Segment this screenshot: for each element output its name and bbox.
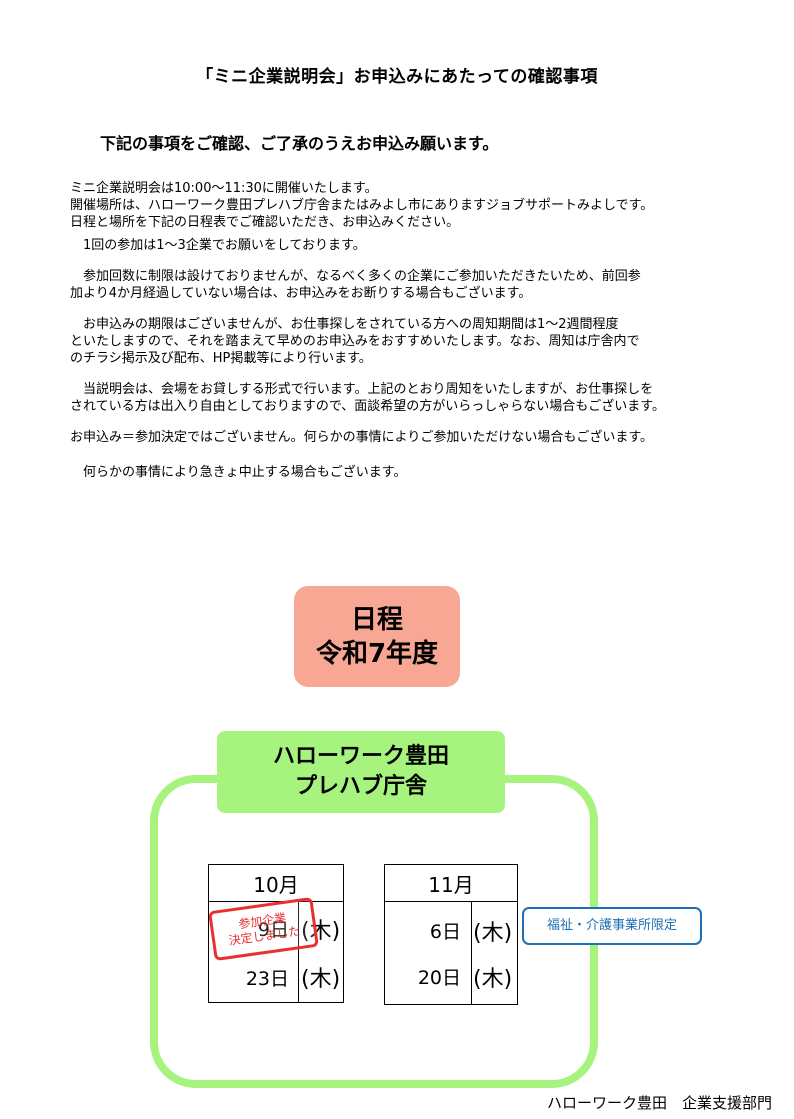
calendar-day: 20日: [417, 967, 461, 989]
calendar-month: 11月: [385, 865, 517, 902]
venue-line2: プレハブ庁舎: [294, 774, 427, 799]
note-line: 開催場所は、ハローワーク豊田プレハブ庁舎またはみよし市にありますジョブサポートみ…: [70, 198, 654, 213]
calendar-weekday: (木): [301, 967, 341, 992]
footer-department: ハローワーク豊田 企業支援部門: [546, 1094, 772, 1112]
venue-badge: ハローワーク豊田 プレハブ庁舎: [217, 731, 505, 813]
calendar-day: 9日: [257, 919, 289, 941]
calendar-weekday: (木): [473, 921, 513, 946]
schedule-badge-line1: 日程: [350, 604, 403, 635]
calendar-month: 10月: [209, 865, 343, 902]
note-line: のチラシ掲示及び配布、HP掲載等により行います。: [70, 351, 372, 366]
calendar-weekday: (木): [301, 919, 341, 944]
calendar-weekday: (木): [473, 967, 513, 992]
calendar-divider: [471, 901, 472, 1004]
notes-block: ミニ企業説明会は10:00～11:30に開催いたします。 開催場所は、ハローワー…: [70, 180, 760, 481]
note-line: 1回の参加は1～3企業でお願いをしております。: [70, 238, 366, 253]
schedule-badge: 日程 令和7年度: [294, 586, 460, 687]
calendar-day: 23日: [245, 968, 289, 990]
welfare-limited-callout: 福祉・介護事業所限定: [522, 907, 702, 945]
note-line: されている方は出入り自由としておりますので、面談希望の方がいらっしゃらない場合も…: [70, 399, 666, 414]
note-line: 参加回数に制限は設けておりませんが、なるべく多くの企業にご参加いただきたいため、…: [70, 269, 641, 284]
note-line: 当説明会は、会場をお貸しする形式で行います。上記のとおり周知をいたしますが、お仕…: [70, 382, 654, 397]
calendar-day: 6日: [429, 921, 461, 943]
venue-line1: ハローワーク豊田: [272, 744, 449, 769]
note-line: お申込み＝参加決定ではございません。何らかの事情によりご参加いただけない場合もご…: [70, 430, 654, 445]
page-title: 「ミニ企業説明会」お申込みにあたっての確認事項: [196, 67, 598, 87]
calendar-october: 10月 9日 (木) 23日 (木): [208, 864, 344, 1003]
schedule-badge-line2: 令和7年度: [315, 638, 439, 669]
note-line: 加より4か月経過していない場合は、お申込みをお断りする場合もございます。: [70, 286, 532, 301]
note-line: といたしますので、それを踏まえて早めのお申込みをおすすめいたします。なお、周知は…: [70, 334, 640, 349]
note-line: お申込みの期限はございませんが、お仕事探しをされている方への周知期間は1～2週間…: [70, 317, 619, 332]
note-line: 日程と場所を下記の日程表でご確認いただき、お申込みください。: [70, 215, 460, 230]
note-line: 何らかの事情により急きょ中止する場合もございます。: [70, 465, 407, 480]
intro-text: 下記の事項をご確認、ご了承のうえお申込み願います。: [100, 134, 499, 153]
calendar-november: 11月 6日 (木) 20日 (木): [384, 864, 518, 1005]
calendar-divider: [298, 901, 299, 1002]
note-line: ミニ企業説明会は10:00～11:30に開催いたします。: [70, 181, 378, 196]
